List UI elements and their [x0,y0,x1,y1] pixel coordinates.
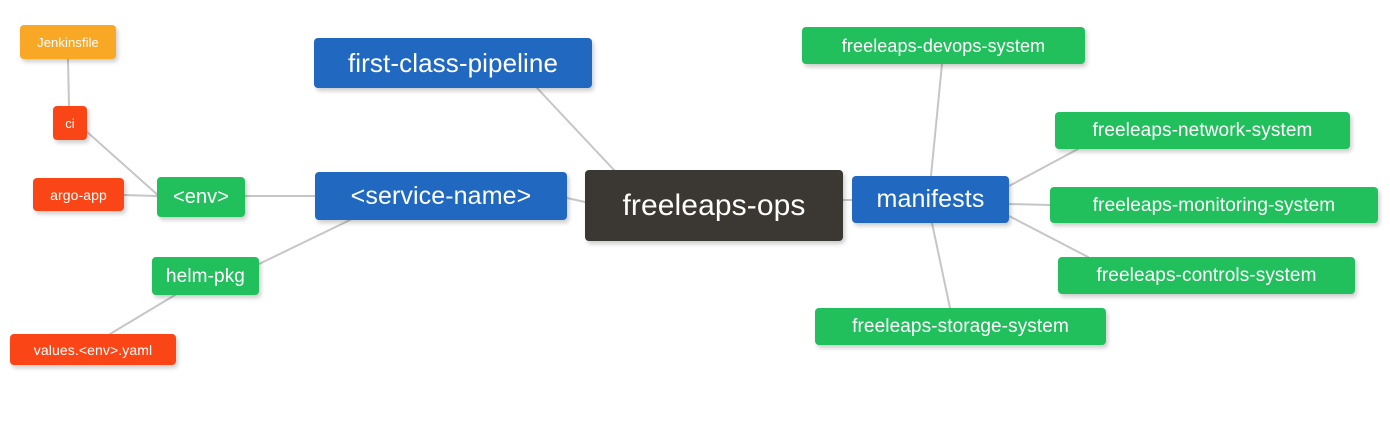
node-label-argo-app: argo-app [50,186,107,203]
node-label-freeleaps-ops: freeleaps-ops [622,188,806,222]
edge-service-name-to-freeleaps-ops [566,197,586,203]
node-freeleaps-ops[interactable]: freeleaps-ops [585,170,843,241]
edge-manifests-to-freeleaps-network-system [1008,148,1079,187]
node-jenkinsfile[interactable]: Jenkinsfile [20,25,116,59]
node-label-helm-pkg: helm-pkg [166,265,245,287]
node-ci[interactable]: ci [53,106,87,140]
edge-manifests-to-freeleaps-storage-system [931,222,951,309]
node-label-ci: ci [65,115,75,131]
node-label-values-yaml: values.<env>.yaml [33,341,153,358]
node-freeleaps-monitoring-system[interactable]: freeleaps-monitoring-system [1050,187,1378,223]
node-label-service-name: <service-name> [350,181,532,210]
edge-argo-app-to-env [123,194,158,197]
node-label-freeleaps-storage-system: freeleaps-storage-system [852,316,1069,337]
node-label-manifests: manifests [876,185,985,213]
edge-manifests-to-freeleaps-devops-system [930,63,943,177]
node-service-name[interactable]: <service-name> [315,172,567,220]
node-label-freeleaps-network-system: freeleaps-network-system [1092,120,1313,141]
node-label-freeleaps-monitoring-system: freeleaps-monitoring-system [1092,194,1336,216]
node-manifests[interactable]: manifests [852,176,1009,223]
node-label-jenkinsfile: Jenkinsfile [37,34,99,50]
node-freeleaps-network-system[interactable]: freeleaps-network-system [1055,112,1350,149]
edge-first-class-pipeline-to-freeleaps-ops [536,87,615,171]
edge-jenkinsfile-to-ci [67,58,70,107]
node-label-freeleaps-controls-system: freeleaps-controls-system [1096,265,1317,286]
edge-service-name-to-helm-pkg [258,219,351,265]
node-freeleaps-controls-system[interactable]: freeleaps-controls-system [1058,257,1355,294]
node-freeleaps-devops-system[interactable]: freeleaps-devops-system [802,27,1085,64]
node-freeleaps-storage-system[interactable]: freeleaps-storage-system [815,308,1106,345]
node-helm-pkg[interactable]: helm-pkg [152,257,259,295]
node-env[interactable]: <env> [157,177,245,217]
edge-manifests-to-freeleaps-monitoring-system [1008,203,1051,206]
node-first-class-pipeline[interactable]: first-class-pipeline [314,38,592,88]
edge-helm-pkg-to-values-yaml [109,294,176,335]
node-argo-app[interactable]: argo-app [33,178,124,211]
node-label-first-class-pipeline: first-class-pipeline [347,48,559,78]
node-label-env: <env> [172,186,230,208]
node-values-yaml[interactable]: values.<env>.yaml [10,334,176,365]
node-label-freeleaps-devops-system: freeleaps-devops-system [841,35,1046,56]
